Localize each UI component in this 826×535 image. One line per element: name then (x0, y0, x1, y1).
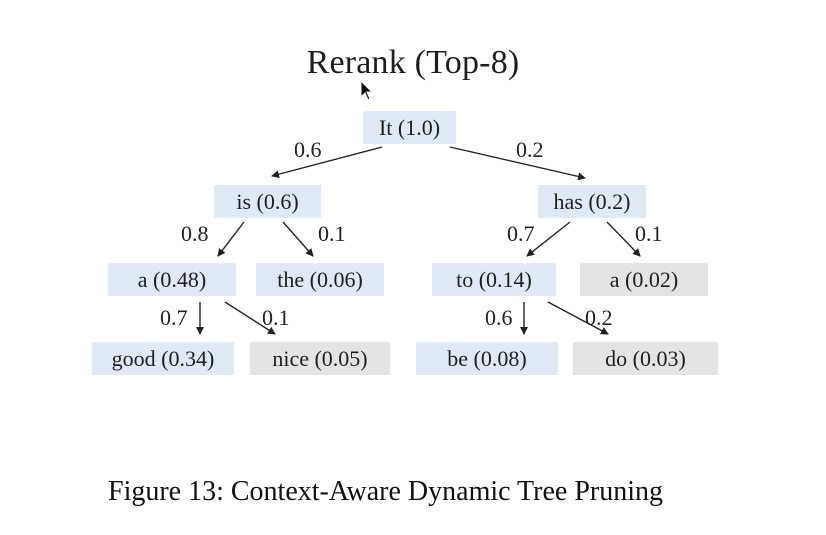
node-it: It (1.0) (363, 111, 456, 144)
edge-label-a-good: 0.7 (160, 305, 188, 330)
edge-label-is-a: 0.8 (181, 221, 209, 246)
edge-has-a (606, 221, 641, 257)
edge-label-root-has: 0.2 (516, 137, 544, 162)
node-nice: nice (0.05) (250, 342, 390, 375)
edge-label-root-is: 0.6 (294, 137, 322, 162)
edge-root-is (271, 146, 383, 179)
node-the: the (0.06) (256, 263, 384, 296)
edge-label-has-a: 0.1 (635, 221, 663, 246)
edge-label-to-be: 0.6 (485, 305, 513, 330)
diagram-title: Rerank (Top-8) (306, 44, 520, 81)
node-be: be (0.08) (416, 342, 558, 375)
node-has: has (0.2) (538, 185, 646, 218)
node-a-048: a (0.48) (108, 263, 236, 296)
edge-a-nice (224, 301, 276, 335)
edge-label-to-do: 0.2 (585, 305, 613, 330)
node-do: do (0.03) (573, 342, 718, 375)
edge-has-to (526, 221, 571, 257)
mouse-cursor-icon (360, 80, 374, 101)
edge-is-the (282, 221, 314, 257)
node-good: good (0.34) (92, 342, 234, 375)
edge-is-a (217, 221, 245, 257)
edge-label-a-nice: 0.1 (262, 305, 290, 330)
node-is: is (0.6) (214, 185, 321, 218)
edge-root-has (449, 146, 586, 181)
node-a-002: a (0.02) (580, 263, 708, 296)
edge-label-has-to: 0.7 (507, 221, 535, 246)
figure-caption: Figure 13: Context-Aware Dynamic Tree Pr… (108, 476, 664, 507)
edge-to-do (547, 301, 609, 335)
node-to: to (0.14) (432, 263, 556, 296)
edge-label-is-the: 0.1 (318, 221, 346, 246)
